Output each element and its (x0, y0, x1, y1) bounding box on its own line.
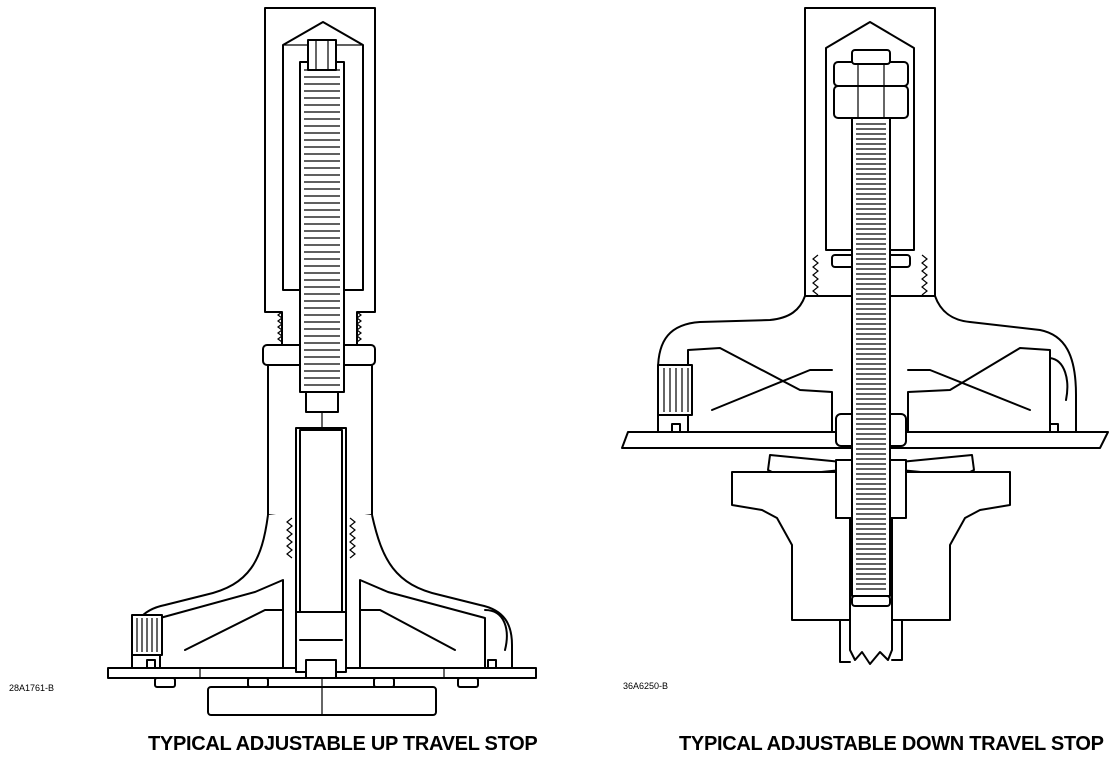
cap-threads (277, 311, 362, 343)
adjusting-screw (299, 61, 345, 393)
down-travel-stop-assembly (621, 7, 1109, 665)
drawing-number-up: 28A1761-B (9, 683, 55, 693)
cap-cavity (825, 21, 915, 251)
plate-bolts (154, 677, 479, 688)
caption-down-travel-stop: TYPICAL ADJUSTABLE DOWN TRAVEL STOP (679, 733, 1104, 755)
hatched-pad (131, 614, 163, 656)
screw-threads (304, 69, 340, 386)
up-travel-stop-assembly (107, 7, 537, 716)
caption-up-travel-stop: TYPICAL ADJUSTABLE UP TRAVEL STOP (148, 733, 538, 755)
drawing-number-down: 36A6250-B (623, 681, 669, 691)
hatched-pad (657, 364, 693, 416)
screw-threads (856, 123, 886, 590)
cap-cavity (282, 21, 364, 291)
acorn-nut (833, 49, 909, 119)
